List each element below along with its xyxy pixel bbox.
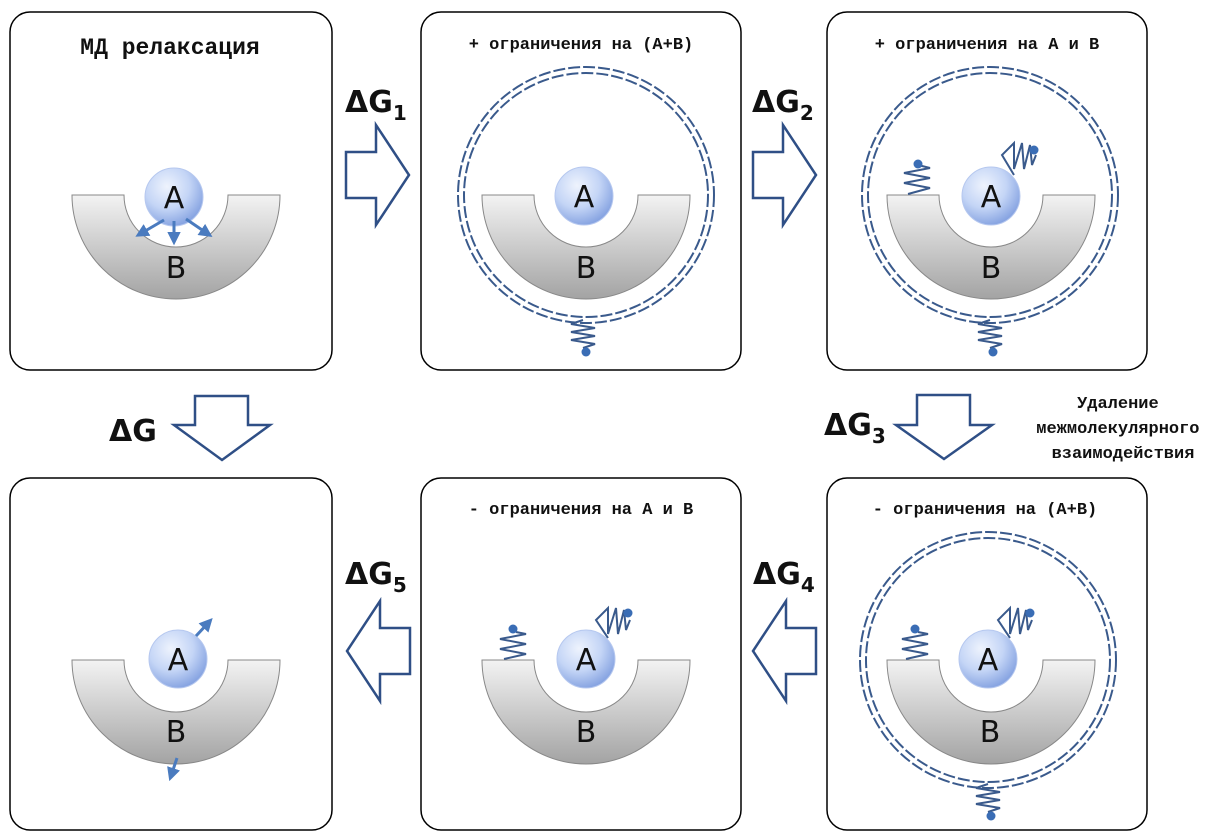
right-arrow-icon bbox=[751, 120, 818, 230]
restraint-spring bbox=[975, 783, 1001, 821]
dg3-note: Удаление межмолекулярного взаимодействия bbox=[1036, 395, 1209, 464]
label-a: A bbox=[574, 180, 595, 215]
label-b: B bbox=[981, 251, 1002, 286]
label-b: B bbox=[576, 251, 597, 286]
ligand-molecule-a bbox=[554, 166, 614, 226]
ligand-molecule-a bbox=[958, 629, 1018, 689]
restraint-ring bbox=[861, 66, 1119, 324]
label-a: A bbox=[164, 181, 185, 216]
restraint-spring-a bbox=[594, 605, 633, 639]
restraint-spring-b bbox=[499, 624, 527, 660]
down-arrow-icon bbox=[892, 393, 996, 461]
down-arrow-icon bbox=[170, 394, 274, 462]
label-b: B bbox=[166, 251, 187, 286]
transition-dg1: ΔG1 bbox=[344, 85, 411, 230]
label-a: A bbox=[576, 643, 597, 678]
restraint-spring bbox=[570, 319, 596, 357]
panel-add-restraints-complex: + ограничения на (A+B) B A bbox=[420, 11, 742, 371]
label-b: B bbox=[980, 715, 1001, 750]
panel-md-relaxation: МД релаксация B A bbox=[9, 11, 333, 371]
transition-dg5: ΔG5 bbox=[345, 557, 412, 706]
label-a: A bbox=[168, 643, 189, 678]
panel-title: МД релаксация bbox=[80, 35, 259, 61]
transition-dg: ΔG bbox=[109, 394, 274, 462]
left-arrow-icon bbox=[345, 596, 412, 706]
dg3-label: ΔG3 bbox=[824, 408, 886, 448]
restraint-spring bbox=[977, 319, 1003, 357]
panel-title: + ограничения на A и B bbox=[875, 36, 1099, 55]
restraint-ring bbox=[457, 66, 715, 324]
ligand-molecule-a bbox=[148, 629, 208, 689]
dg-label: ΔG bbox=[109, 414, 157, 449]
transition-dg3: ΔG3 Удаление межмолекулярного взаимодейс… bbox=[824, 393, 1209, 464]
panel-title: - ограничения на (A+B) bbox=[873, 501, 1097, 520]
restraint-spring-b bbox=[901, 624, 929, 660]
restraint-spring-a bbox=[1000, 140, 1039, 176]
left-arrow-icon bbox=[751, 596, 818, 706]
restraint-spring-b bbox=[903, 159, 931, 195]
panel-remove-restraints-separate: - ограничения на A и B B A bbox=[420, 477, 742, 831]
dg2-label: ΔG2 bbox=[752, 85, 814, 125]
motion-arrows bbox=[167, 618, 213, 782]
dg5-label: ΔG5 bbox=[345, 557, 407, 597]
dg1-label: ΔG1 bbox=[345, 85, 407, 125]
ligand-molecule-a bbox=[961, 166, 1021, 226]
panel-title: - ограничения на A и B bbox=[469, 501, 693, 520]
label-b: B bbox=[576, 715, 597, 750]
label-a: A bbox=[981, 180, 1002, 215]
restraint-spring-a bbox=[996, 605, 1035, 639]
restraint-ring bbox=[859, 531, 1117, 789]
motion-arrows bbox=[135, 217, 213, 246]
transition-dg4: ΔG4 bbox=[751, 557, 818, 706]
label-b: B bbox=[166, 715, 187, 750]
right-arrow-icon bbox=[344, 120, 411, 230]
dg4-label: ΔG4 bbox=[753, 557, 815, 597]
panel-title: + ограничения на (A+B) bbox=[469, 36, 693, 55]
panel-remove-restraints-complex: - ограничения на (A+B) B A bbox=[826, 477, 1148, 831]
panel-final-state: B A bbox=[9, 477, 333, 831]
transition-dg2: ΔG2 bbox=[751, 85, 818, 230]
label-a: A bbox=[978, 643, 999, 678]
ligand-molecule-a bbox=[556, 629, 616, 689]
panel-add-restraints-separate: + ограничения на A и B B A bbox=[826, 11, 1148, 371]
